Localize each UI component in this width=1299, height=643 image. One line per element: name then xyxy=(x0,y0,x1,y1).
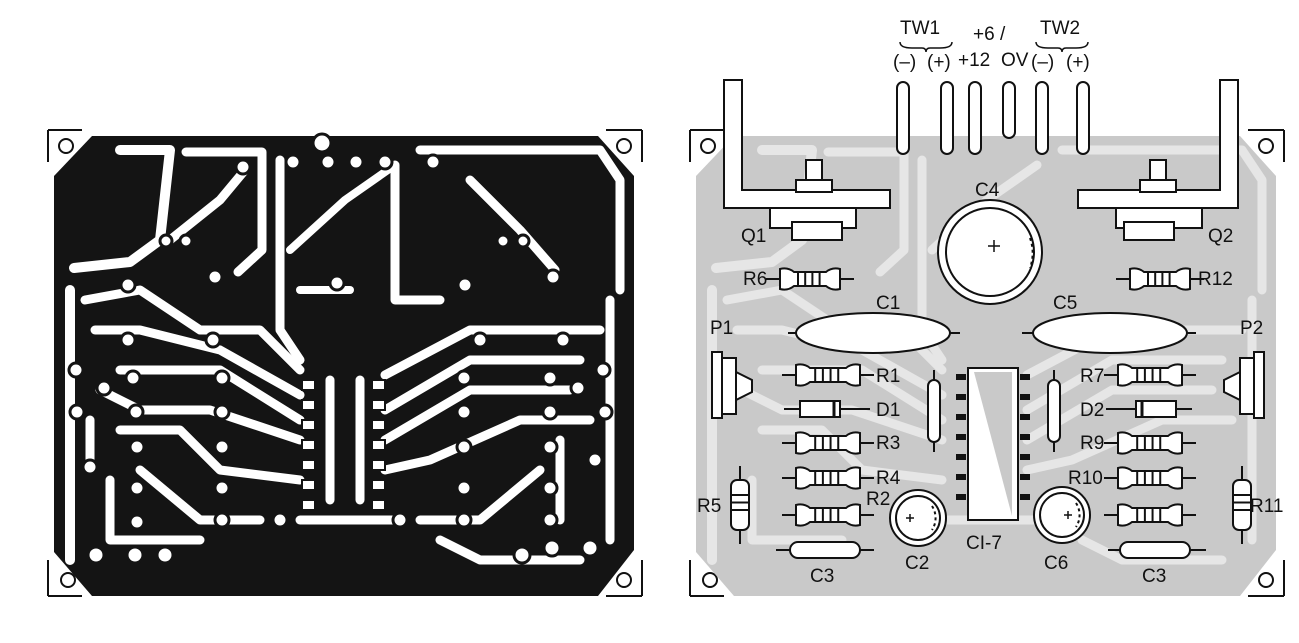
copper-layout xyxy=(47,129,643,597)
resistor-r6 xyxy=(766,267,854,291)
label-c5: C5 xyxy=(1053,293,1077,314)
trimmer-p1 xyxy=(711,351,753,419)
label-d1: D1 xyxy=(876,400,900,421)
label-p1: P1 xyxy=(710,318,733,339)
label-c3-right: C3 xyxy=(1142,566,1166,587)
solder-pads xyxy=(67,132,614,565)
label-r1: R1 xyxy=(876,366,900,387)
label-tw1-minus: (–) xyxy=(893,52,916,73)
heatsink-q2 xyxy=(1077,79,1239,241)
label-c1: C1 xyxy=(876,293,900,314)
corner-marks-right xyxy=(689,129,1285,597)
component-labels: Q1 Q2 C4 R6 R12 C1 C5 P1 P2 R1 R7 D1 D2 … xyxy=(697,180,1283,587)
resistor-r1 xyxy=(782,363,874,387)
resistor-r2 xyxy=(782,503,874,527)
resistor-r11 xyxy=(1232,466,1252,544)
diode-d1 xyxy=(784,400,870,418)
label-c3-left: C3 xyxy=(810,566,834,587)
label-c6: C6 xyxy=(1044,553,1068,574)
resistor-r7 xyxy=(1104,363,1196,387)
label-r4: R4 xyxy=(876,468,901,489)
small-caps-near-ic xyxy=(927,370,1061,452)
resistor-r12 xyxy=(1116,267,1204,291)
resistor-r5 xyxy=(730,466,750,544)
resistor-r2-right xyxy=(1104,503,1196,527)
label-r10: R10 xyxy=(1068,468,1103,489)
label-supply-top: +6 / xyxy=(973,24,1006,45)
heatsink-q1 xyxy=(723,79,891,241)
label-r7: R7 xyxy=(1080,366,1104,387)
terminal-pins xyxy=(896,81,1090,155)
label-p2: P2 xyxy=(1240,318,1263,339)
ic-ci7 xyxy=(956,367,1030,521)
label-r11: R11 xyxy=(1250,496,1283,517)
capacitor-c1 xyxy=(788,312,960,354)
capacitor-c3-left xyxy=(776,541,874,559)
label-ci7: CI-7 xyxy=(966,533,1002,554)
label-ground: OV xyxy=(1001,50,1029,71)
label-r6: R6 xyxy=(743,269,767,290)
label-q1: Q1 xyxy=(741,226,766,247)
component-layout: TW1 (–) (+) +6 / +12 OV TW2 (–) (+) Q1 Q… xyxy=(689,18,1285,597)
label-tw2: TW2 xyxy=(1040,18,1080,39)
label-tw1-plus: (+) xyxy=(927,52,951,73)
resistor-r4 xyxy=(782,466,874,490)
copper-ground-plane xyxy=(54,136,634,596)
capacitor-c2 xyxy=(889,489,947,547)
label-r5: R5 xyxy=(697,496,721,517)
capacitor-c6 xyxy=(1033,486,1091,544)
label-q2: Q2 xyxy=(1208,226,1233,247)
capacitor-c5 xyxy=(1022,312,1196,354)
resistors xyxy=(730,267,1252,544)
trimmer-p2 xyxy=(1223,351,1265,419)
label-r3: R3 xyxy=(876,433,900,454)
label-c4: C4 xyxy=(975,180,1000,201)
label-d2: D2 xyxy=(1080,400,1104,421)
label-tw1: TW1 xyxy=(900,18,940,39)
resistor-r9 xyxy=(1104,431,1196,455)
label-tw2-plus: (+) xyxy=(1066,52,1090,73)
diode-d2 xyxy=(1106,400,1192,418)
label-r9: R9 xyxy=(1080,433,1104,454)
label-c2: C2 xyxy=(905,553,929,574)
label-tw2-minus: (–) xyxy=(1031,52,1054,73)
label-r2: R2 xyxy=(866,489,890,510)
capacitor-c3-right xyxy=(1108,541,1206,559)
resistor-r3 xyxy=(782,431,874,455)
header-labels: TW1 (–) (+) +6 / +12 OV TW2 (–) (+) xyxy=(893,18,1090,73)
label-supply-bottom: +12 xyxy=(958,50,990,71)
corner-marks-left xyxy=(47,129,643,597)
label-r12: R12 xyxy=(1198,269,1233,290)
trace-isolation xyxy=(65,145,625,565)
ic-pads-copper xyxy=(301,379,386,511)
resistor-r10 xyxy=(1104,466,1196,490)
capacitor-c4 xyxy=(937,199,1043,305)
